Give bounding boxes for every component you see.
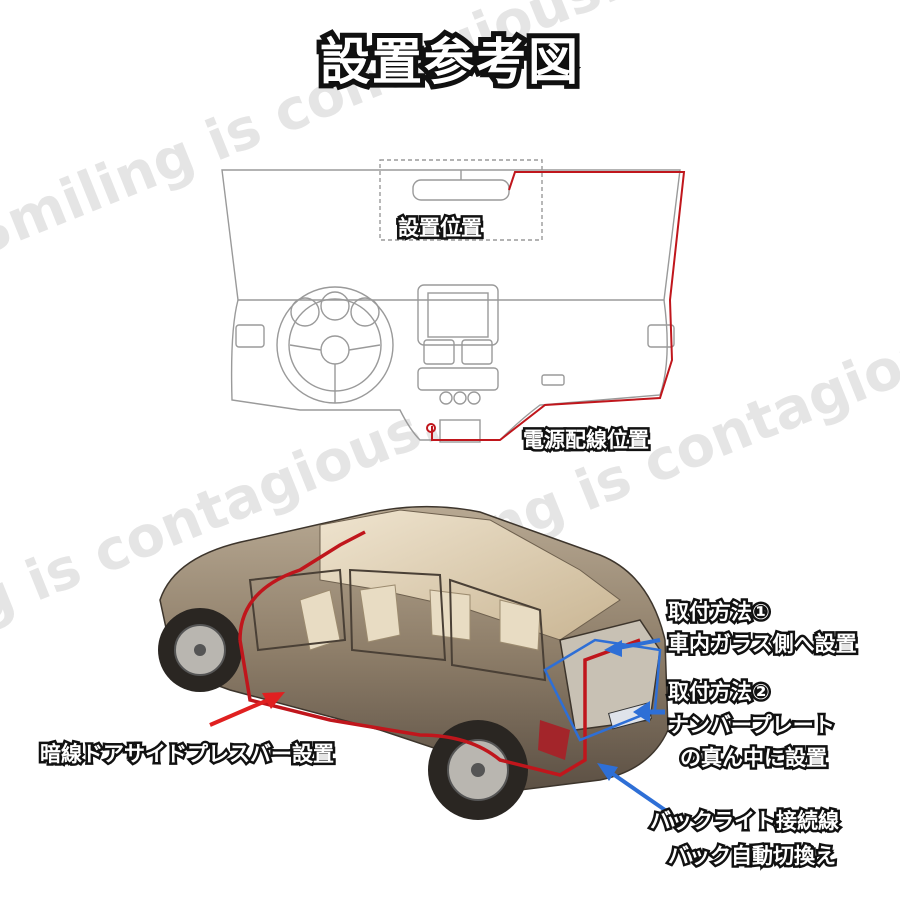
mount-method-2-title: 取付方法② [666, 678, 773, 707]
install-zone-dashed [379, 159, 543, 241]
hidden-wire-arrow [209, 692, 285, 727]
power-socket-icon [426, 423, 436, 433]
mount-method-1-desc: 車内ガラス側へ設置 [666, 630, 860, 659]
backlight-line2: バック自動切換え [666, 842, 839, 871]
power-wire [431, 171, 686, 441]
page-title: 設置参考図 [315, 28, 583, 96]
hidden-wire-label: 暗線ドアサイドプレスバー設置 [38, 740, 337, 769]
cable-route [238, 530, 641, 777]
mount-method-1-title: 取付方法① [666, 598, 773, 627]
mount-method-2-line2: ナンバープレート [666, 711, 838, 740]
mount-method-2-line3: の真ん中に設置 [678, 744, 830, 773]
front-wheel [158, 608, 242, 692]
mount-1-arrow [604, 638, 661, 657]
backlight-line1: バックライト接続線 [648, 807, 842, 836]
rear-glass-mount-box [543, 638, 662, 742]
right-vent [647, 324, 675, 348]
center-screen [417, 284, 499, 346]
mount-2-arrow [633, 701, 665, 723]
tail-light [538, 720, 570, 760]
power-wiring-label: 電源配線位置 [521, 426, 652, 455]
left-vent [235, 324, 265, 348]
install-position-label: 設置位置 [396, 214, 485, 243]
backlight-arrow [597, 763, 667, 812]
